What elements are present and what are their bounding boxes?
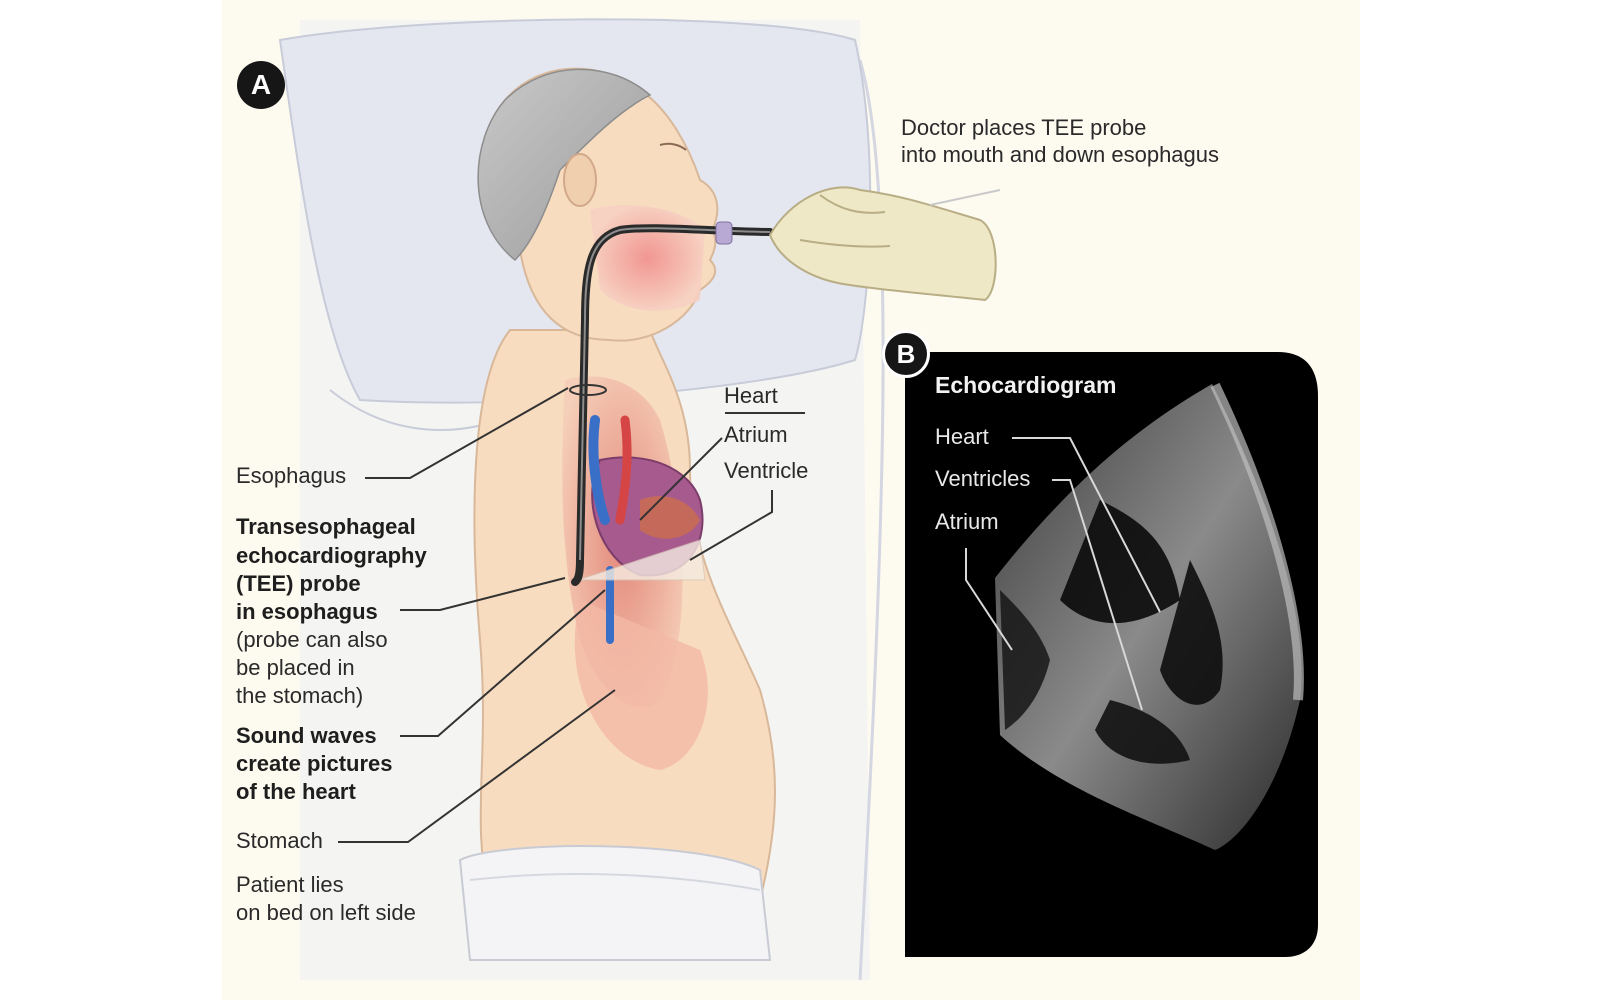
sound-waves-line3: of the heart	[236, 779, 356, 804]
tee-note-line3: the stomach)	[236, 683, 364, 708]
leader-lines	[338, 387, 805, 843]
tee-note-line1: (probe can also	[236, 627, 388, 652]
tee-label-line1: Transesophageal	[236, 514, 416, 539]
panel-b-badge: B	[882, 330, 930, 378]
esophagus-label: Esophagus	[236, 463, 347, 488]
atrium-label: Atrium	[724, 422, 788, 447]
tee-note-line2: be placed in	[236, 655, 355, 680]
tee-probe	[569, 221, 774, 586]
sound-waves-line1: Sound waves	[236, 723, 377, 748]
patient-caption-line2: on bed on left side	[236, 900, 416, 925]
tee-label-line3: (TEE) probe	[236, 571, 361, 596]
heart-organ	[588, 415, 704, 644]
doctor-caption-line1: Doctor places TEE probe	[901, 115, 1147, 140]
echo-leader-lines	[965, 437, 1161, 711]
tee-label-line2: echocardiography	[236, 543, 427, 568]
echo-ventricles-label: Ventricles	[935, 466, 1031, 491]
echo-atrium-label: Atrium	[935, 509, 999, 534]
tee-label-line4: in esophagus	[236, 599, 378, 624]
sound-waves-line2: create pictures	[236, 751, 393, 776]
echo-heart-label: Heart	[935, 424, 989, 449]
echocardiogram-title: Echocardiogram	[935, 372, 1117, 398]
patient-caption-line1: Patient lies	[236, 872, 344, 897]
ventricle-label: Ventricle	[724, 458, 809, 483]
ultrasound-beam	[577, 539, 706, 581]
echo-sector	[995, 382, 1304, 850]
stomach-label: Stomach	[236, 828, 323, 853]
doctor-gloved-hand	[768, 186, 1001, 302]
panel-a-badge: A	[237, 61, 285, 109]
heart-label: Heart	[724, 383, 778, 408]
doctor-caption-line2: into mouth and down esophagus	[901, 142, 1220, 167]
